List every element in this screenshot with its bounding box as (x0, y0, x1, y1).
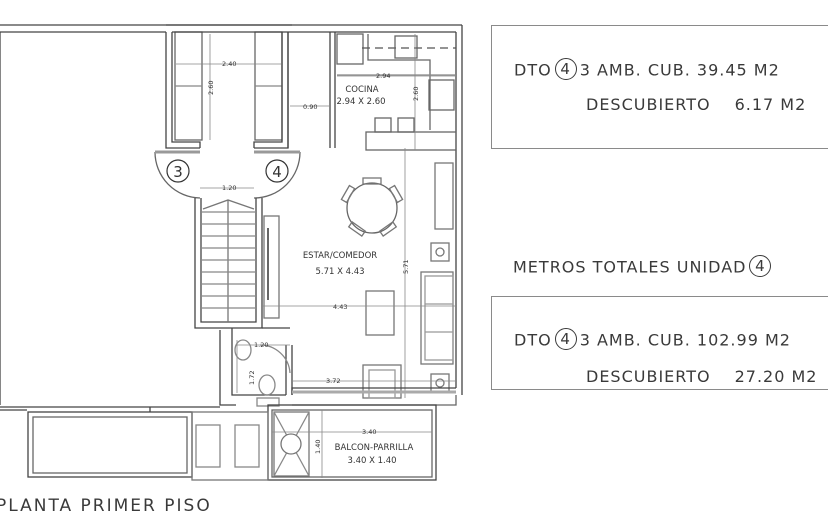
svg-text:3: 3 (173, 163, 183, 181)
uncovered-area: 27.20 M2 (734, 367, 818, 386)
dim-living-lower-width: 3.72 (326, 377, 340, 385)
dim-landing-width: 1.20 (222, 184, 236, 192)
dim-stair-width: 0.90 (303, 103, 317, 111)
room-estar-size: 5.71 X 4.43 (315, 267, 364, 277)
totals-unit-badge: 4 (749, 255, 772, 277)
unit-number-badge: 4 (554, 58, 577, 80)
totals-uncovered-row: DESCUBIERTO 27.20 M2 (586, 367, 817, 386)
uncovered-area: 6.17 M2 (734, 95, 807, 114)
unit-marker-4: 4 (265, 159, 289, 183)
dim-balcony-width: 3.40 (362, 428, 376, 436)
plan-caption: PLANTA PRIMER PISO (0, 496, 212, 516)
room-balcon-size: 3.40 X 1.40 (347, 456, 396, 466)
dim-living-width: 4.43 (333, 303, 347, 311)
dto-label: DTO (514, 60, 552, 80)
dim-kitchen-depth: 2.60 (412, 87, 420, 101)
dim-balcony-depth: 1.40 (314, 440, 322, 454)
dim-bath-width: 1.20 (254, 341, 268, 349)
unit-number-badge: 4 (554, 328, 577, 350)
dim-living-length: 5.71 (402, 260, 410, 274)
uncovered-label: DESCUBIERTO (586, 367, 711, 386)
uncovered-label: DESCUBIERTO (586, 95, 711, 114)
dim-kitchen-width: 2.94 (376, 72, 390, 80)
unit-uncovered-row: DESCUBIERTO 6.17 M2 (586, 95, 806, 114)
dto-label: DTO (514, 330, 552, 350)
unit-marker-3: 3 (166, 159, 190, 183)
dim-bath-depth: 1.72 (248, 371, 256, 385)
dim-hall-width: 2.40 (222, 60, 236, 68)
room-cocina-size: 2.94 X 2.60 (336, 97, 385, 107)
covered-area: 3 AMB. CUB. 39.45 M2 (579, 60, 780, 80)
dim-hall-depth: 2.60 (207, 81, 215, 95)
room-cocina-name: COCINA (345, 85, 378, 95)
svg-text:4: 4 (272, 163, 282, 181)
room-balcon-name: BALCON-PARRILLA (335, 443, 414, 453)
room-estar-name: ESTAR/COMEDOR (303, 251, 377, 261)
covered-area: 3 AMB. CUB. 102.99 M2 (579, 330, 791, 350)
